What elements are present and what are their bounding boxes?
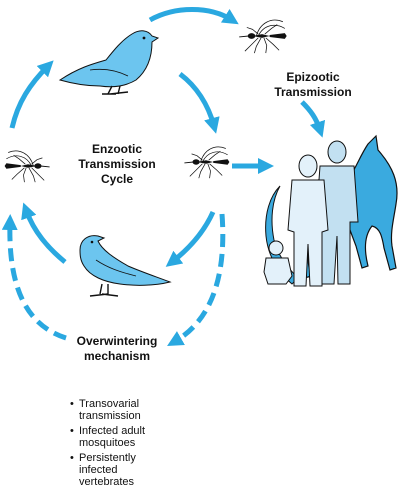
arrow-right-mosquito-to-lower-bird (165, 210, 216, 267)
human-icon (315, 140, 359, 285)
mosquito-icon (183, 146, 230, 179)
bird-icon (58, 30, 160, 95)
arrow-bird-to-right-mosquito (178, 72, 220, 134)
human-icon (287, 154, 329, 287)
arrow-bird-to-epizootic-mosquito (148, 7, 239, 25)
arrow-epizootic-mosquito-to-hosts (300, 100, 326, 138)
bird-icon (79, 235, 172, 297)
mosquito-icon (4, 150, 51, 183)
vertebrate-hosts (263, 134, 398, 287)
arrow-overwintering-left (1, 214, 67, 341)
enzootic-cycle-label: Enzootic Transmission Cycle (78, 142, 156, 186)
arrow-left-mosquito-to-bird (9, 60, 54, 129)
arrow-overwintering-right (167, 213, 226, 346)
cycle-arrows (1, 7, 326, 346)
epizootic-transmission-label: Epizootic Transmission (274, 70, 352, 99)
overwintering-mechanism-label: Overwintering mechanism (76, 334, 158, 363)
mosquito-icon (238, 19, 288, 54)
arrow-lower-bird-to-left-mosquito (21, 202, 67, 264)
human-icon (263, 240, 293, 285)
